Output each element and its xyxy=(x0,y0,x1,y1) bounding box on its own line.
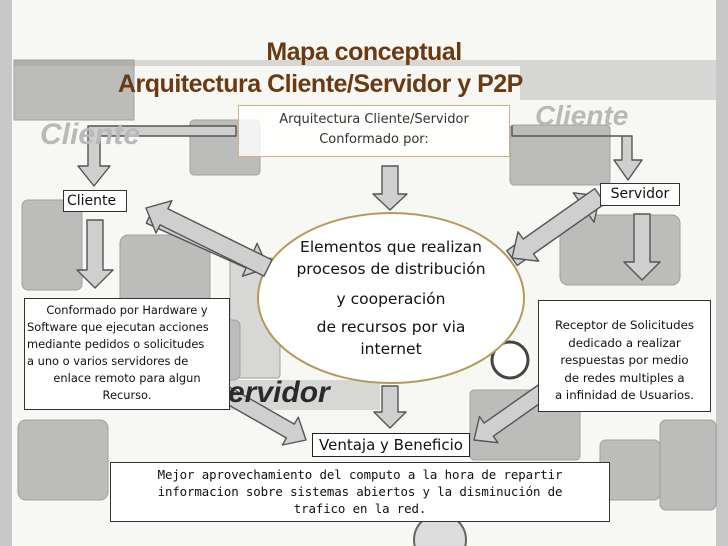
arrow-cliente-to-desc xyxy=(76,219,114,289)
cliente-desc-line-4: a uno o varios servidores de xyxy=(27,354,189,368)
bg-shape xyxy=(509,124,611,186)
arrow-leftdesc-to-ventaja xyxy=(210,380,307,446)
bg-word-cliente-left: Cliente xyxy=(40,118,141,151)
servidor-desc-line-1: Receptor de Solicitudes xyxy=(554,318,695,332)
header-line-2: Conformado por: xyxy=(319,132,429,147)
arrow-header-to-servidor xyxy=(511,125,643,181)
center-ellipse xyxy=(257,212,525,384)
cliente-desc-line-5: enlace remoto para algun xyxy=(53,371,201,385)
arrow-servidor-to-center xyxy=(511,187,606,262)
beneficio-line-1: Mejor aprovechamiento del computo a la h… xyxy=(157,467,563,482)
title-line-1: Mapa conceptual xyxy=(266,38,462,66)
left-edge-bar xyxy=(0,0,12,546)
center-line-1: Elementos que realizan xyxy=(300,238,482,256)
beneficio-line-3: trafico en la red. xyxy=(293,501,427,516)
bg-shape xyxy=(17,419,109,501)
center-line-5: internet xyxy=(360,340,422,358)
servidor-desc-line-5: a infinidad de Usuarios. xyxy=(554,388,695,402)
bg-shape xyxy=(659,419,717,511)
cliente-desc-line-1: Conformado por Hardware y xyxy=(46,303,208,317)
cliente-desc-line-6: Recurso. xyxy=(102,388,152,402)
servidor-description-box: Receptor de Solicitudes dedicado a reali… xyxy=(538,300,711,412)
right-edge-bar xyxy=(716,0,728,546)
bg-word-servidor: ervidor xyxy=(228,376,330,409)
architecture-header-box: Arquitectura Cliente/Servidor Conformado… xyxy=(238,105,510,157)
ventaja-node: Ventaja y Beneficio xyxy=(312,433,470,457)
center-node-text: Elementos que realizan procesos de distr… xyxy=(282,236,500,360)
arrow-center-to-cliente xyxy=(145,199,273,277)
bg-shape xyxy=(14,60,716,66)
header-line-1: Arquitectura Cliente/Servidor xyxy=(279,112,469,127)
bg-shape xyxy=(520,60,716,100)
servidor-desc-line-4: de redes multiples a xyxy=(564,370,685,385)
beneficio-line-2: informacion sobre sistemas abiertos y la… xyxy=(157,484,563,499)
cliente-desc-line-2: Software que ejecutan acciones xyxy=(27,320,209,334)
center-line-4: de recursos por via xyxy=(316,318,466,336)
cliente-desc-line-3: mediante pedidos o solicitudes xyxy=(27,337,205,351)
center-line-3: y cooperación xyxy=(336,290,446,308)
bg-shape xyxy=(490,340,530,380)
cliente-node: Cliente xyxy=(63,190,127,212)
bg-shape xyxy=(21,199,83,291)
bg-shape xyxy=(559,214,681,286)
arrow-servidor-to-desc xyxy=(623,213,661,281)
arrow-header-to-cliente xyxy=(77,125,237,187)
title-line-2: Arquitectura Cliente/Servidor y P2P xyxy=(118,70,523,98)
arrow-center-to-ventaja xyxy=(373,385,407,429)
servidor-desc-line-2: dedicado a realizar xyxy=(568,335,681,350)
bg-word-cliente-right: Cliente xyxy=(535,100,629,131)
beneficio-box: Mejor aprovechamiento del computo a la h… xyxy=(110,462,610,522)
cliente-description-box: Conformado por Hardware y Software que e… xyxy=(24,298,230,410)
arrow-header-to-center xyxy=(372,165,408,211)
servidor-desc-line-3: respuestas por medio xyxy=(560,353,689,367)
servidor-node: Servidor xyxy=(600,183,680,206)
center-line-2: procesos de distribución xyxy=(296,260,486,278)
bg-shape xyxy=(13,59,135,121)
